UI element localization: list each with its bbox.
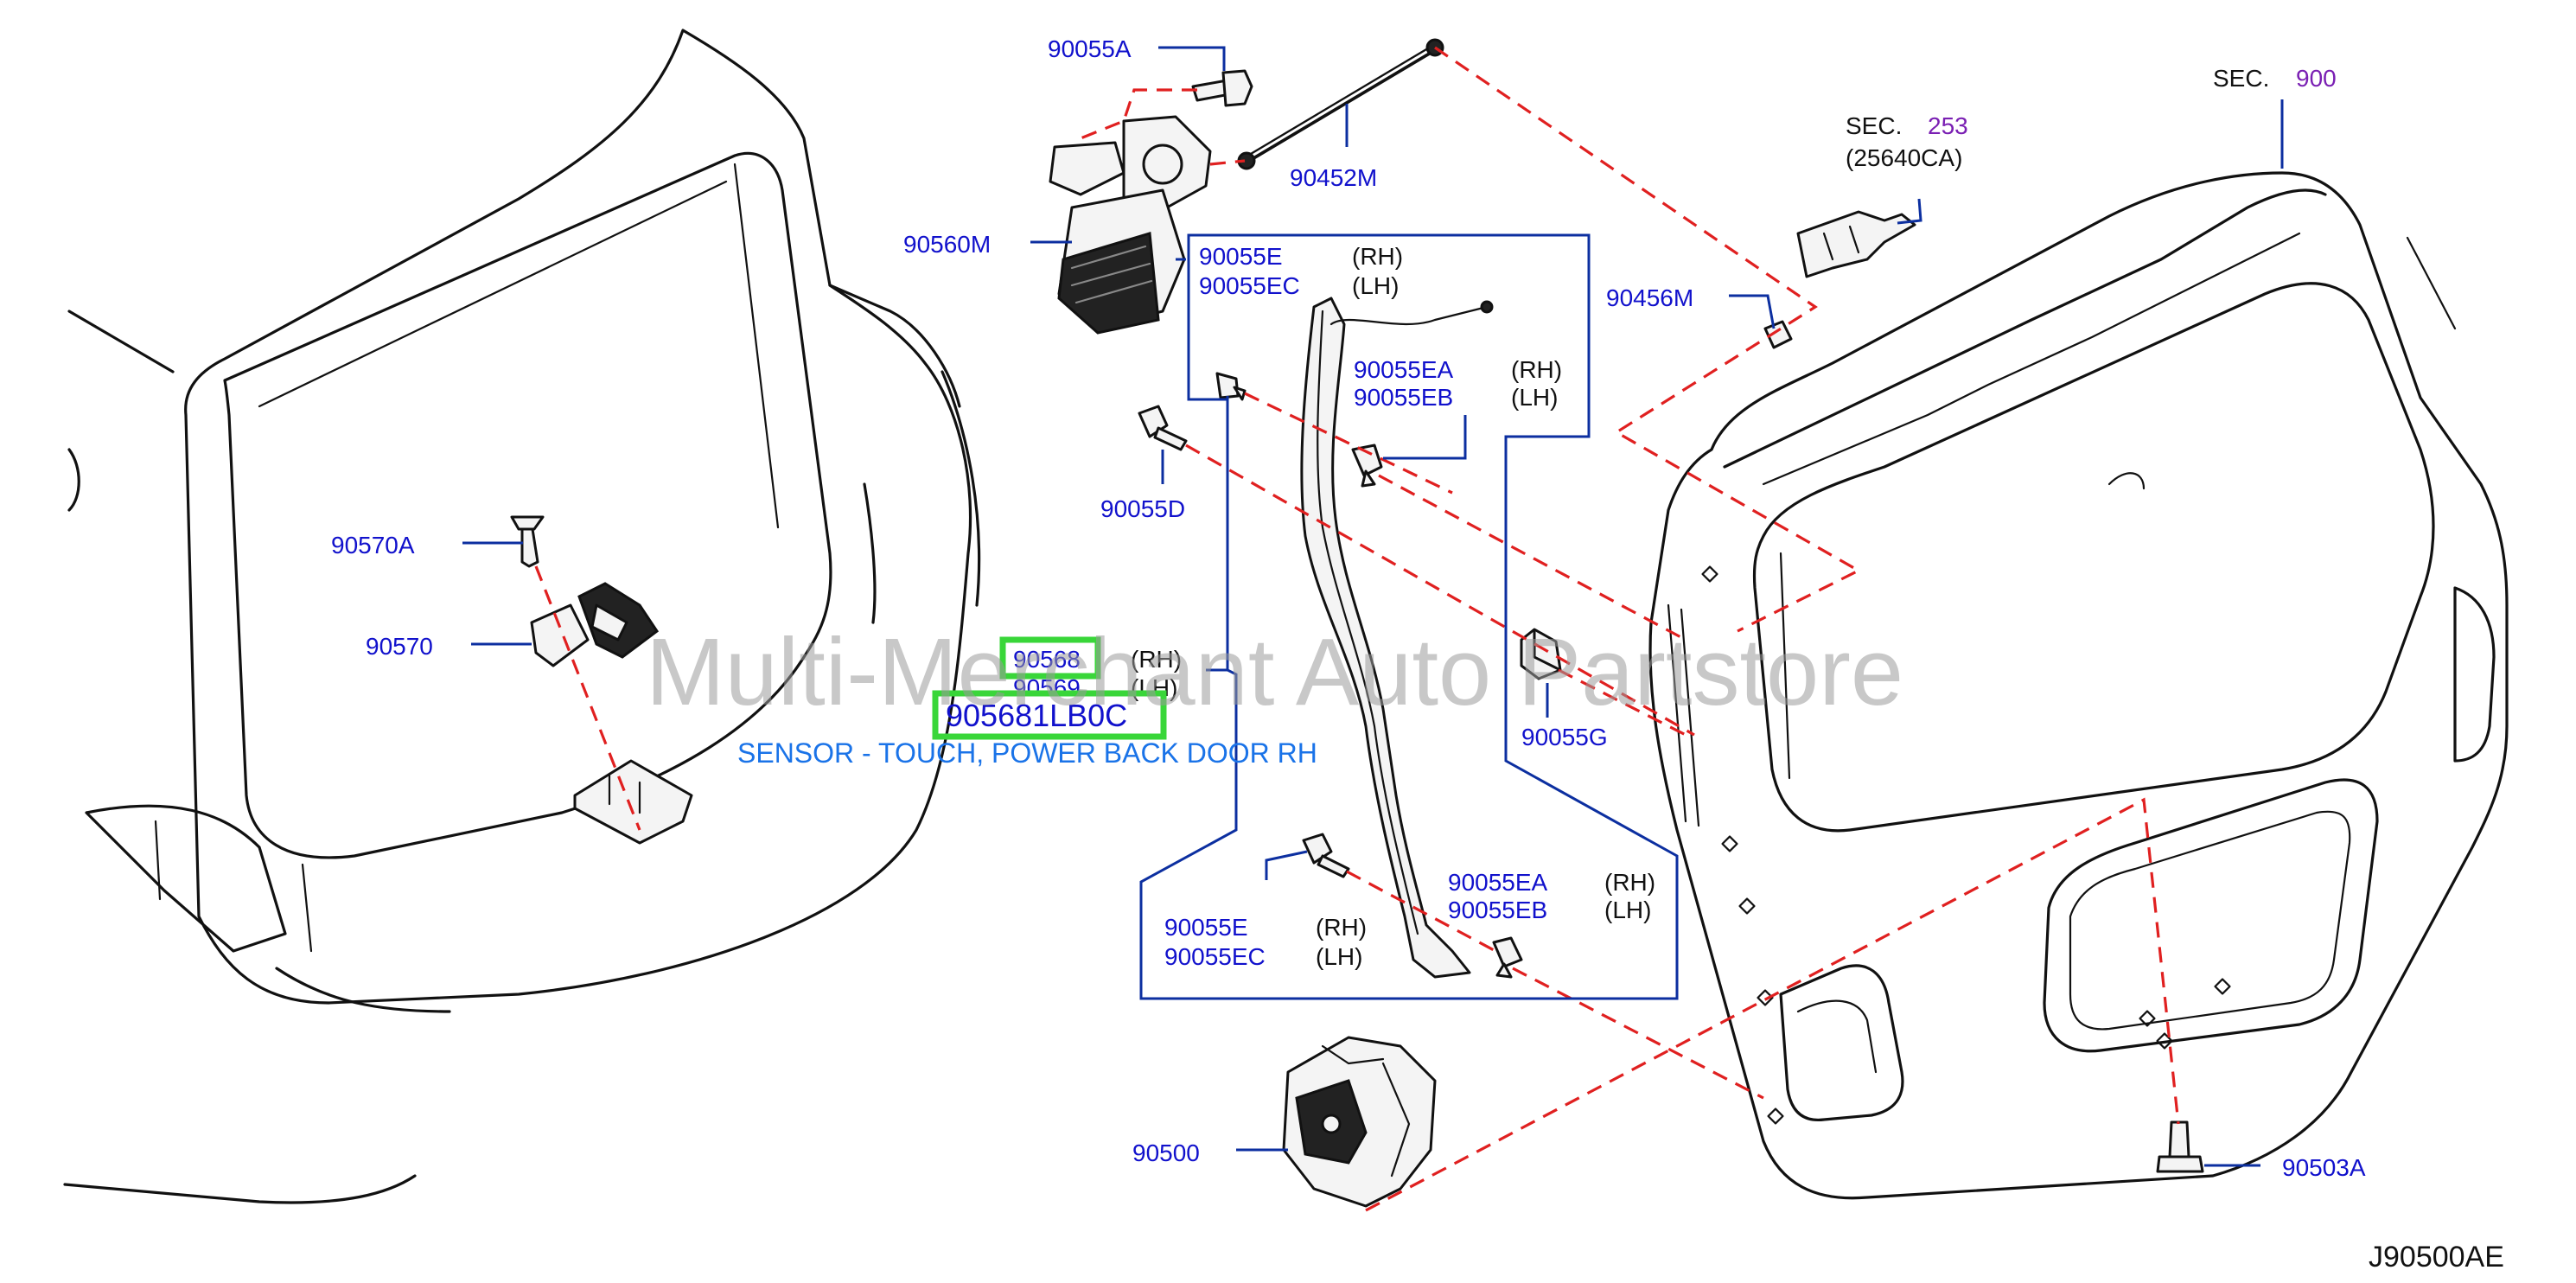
part-90452M-strut <box>1237 38 1444 170</box>
label-90570: 90570 <box>366 633 433 660</box>
label-90452M: 90452M <box>1290 164 1377 191</box>
part-90570A-bolt <box>510 515 545 568</box>
sec-253-number: 253 <box>1928 112 1968 139</box>
label-90500: 90500 <box>1132 1139 1200 1166</box>
part-labels: 90055A 90452M 90560M 90055E (RH) 90055EC… <box>331 35 2366 1181</box>
leader-lines <box>462 46 2284 1167</box>
sec-253-subcode: (25640CA) <box>1846 144 1962 171</box>
label-90503A: 90503A <box>2282 1154 2366 1181</box>
label-lh-5: (LH) <box>1316 943 1362 970</box>
label-90568: 90568 <box>1013 646 1081 673</box>
assembly-dashed-lines <box>534 46 2180 1212</box>
label-lh-2: (LH) <box>1511 384 1558 411</box>
label-90055EB-bottom: 90055EB <box>1448 897 1547 923</box>
highlight-box-part-number[interactable] <box>932 690 1167 740</box>
part-90570-striker <box>530 582 660 667</box>
label-90055EC-bottom: 90055EC <box>1164 943 1266 970</box>
watermark-text: Multi-Merchant Auto Partstore <box>646 619 1903 725</box>
part-90055D-bolt <box>1138 405 1188 451</box>
highlighted-part-number[interactable]: 905681LB0C <box>946 698 1127 733</box>
part-90055E-bolt-bottom <box>1302 833 1350 878</box>
label-90560M: 90560M <box>903 231 991 258</box>
label-rh-5: (RH) <box>1316 914 1367 941</box>
label-lh-1: (LH) <box>1352 272 1399 299</box>
back-door-outline <box>1648 171 2509 1200</box>
part-90055A-bolt <box>1191 69 1253 107</box>
label-rh-4: (RH) <box>1604 869 1655 896</box>
part-90568-touch-sensor-strip <box>1300 297 1494 979</box>
label-90055A: 90055A <box>1048 35 1132 62</box>
label-90055E-top: 90055E <box>1199 243 1283 270</box>
diagram-code: J90500AE <box>2369 1241 2504 1273</box>
part-90055EA-clip-top <box>1351 444 1383 488</box>
label-90055G: 90055G <box>1521 724 1608 750</box>
part-90055EA-clip-bottom <box>1492 936 1523 979</box>
highlight-box-90568[interactable] <box>999 636 1101 680</box>
label-90055EB-top: 90055EB <box>1354 384 1453 411</box>
label-rh-2: (RH) <box>1511 356 1562 383</box>
sec-253-bracket <box>1796 210 1916 278</box>
label-rh-1: (RH) <box>1352 243 1403 270</box>
label-90055D: 90055D <box>1100 495 1185 522</box>
part-90055E-bolt-top <box>1215 372 1247 401</box>
label-90570A: 90570A <box>331 532 415 559</box>
label-lh-3: (LH) <box>1131 674 1177 701</box>
vehicle-body-outline <box>63 29 981 1204</box>
part-90500-latch <box>1282 1036 1437 1208</box>
label-90055EC-top: 90055EC <box>1199 272 1300 299</box>
selected-part-highlight[interactable]: 905681LB0C SENSOR - TOUCH, POWER BACK DO… <box>737 636 1317 769</box>
label-90055E-bottom: 90055E <box>1164 914 1248 941</box>
label-90055EA-top: 90055EA <box>1354 356 1454 383</box>
part-description: SENSOR - TOUCH, POWER BACK DOOR RH <box>737 737 1317 769</box>
sec-900-label: SEC. <box>2213 65 2269 92</box>
part-90503A-bolt <box>2156 1120 2204 1173</box>
sec-253-label: SEC. <box>1846 112 1902 139</box>
label-90456M: 90456M <box>1606 284 1693 311</box>
part-90560M-actuator <box>1049 115 1212 335</box>
sec-900-number: 900 <box>2296 65 2337 92</box>
label-90055EA-bottom: 90055EA <box>1448 869 1548 896</box>
section-references: SEC. 253 (25640CA) SEC. 900 <box>1846 65 2337 171</box>
label-rh-3: (RH) <box>1131 646 1182 673</box>
part-90456M-clip <box>1763 320 1793 349</box>
label-lh-4: (LH) <box>1604 897 1651 923</box>
